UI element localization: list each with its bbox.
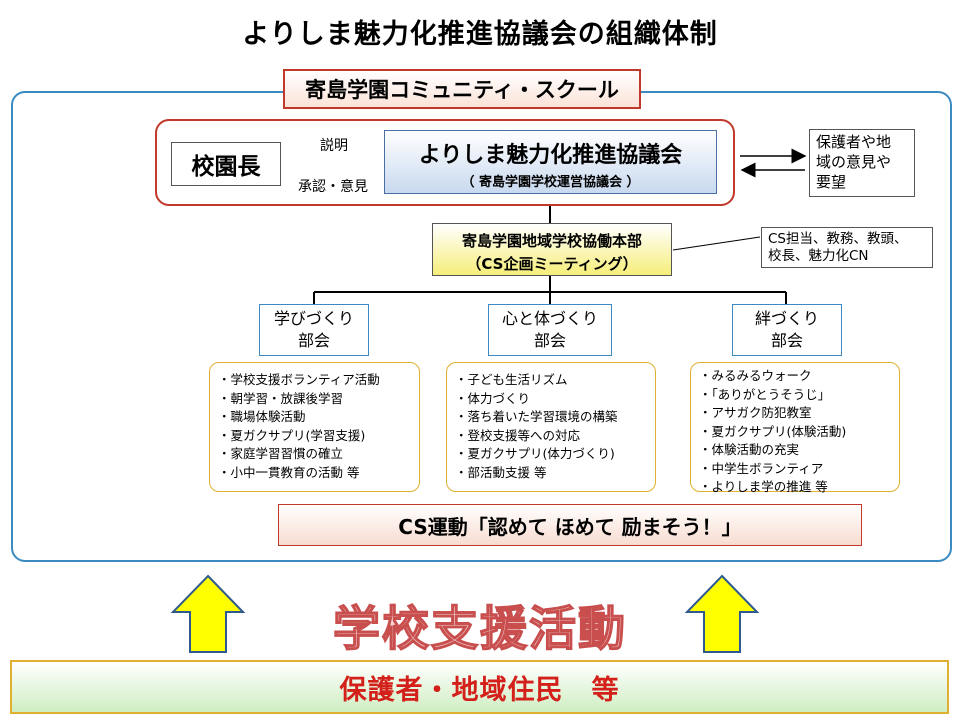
stakeholders-bar: 保護者・地域住民 等	[10, 660, 949, 714]
activities-bonds: ・みるみるウォーク ・「ありがとうそうじ」 ・アサガク防犯教室 ・夏ガクサプリ(…	[690, 362, 900, 494]
headquarters-box: 寄島学園地域学校協働本部 （CS企画ミーティング）	[432, 223, 672, 276]
council-name: よりしま魅力化推進協議会	[418, 143, 683, 168]
list-item: ・夏ガクサプリ(体力づくり)	[455, 446, 615, 461]
up-arrow-right-icon	[684, 574, 760, 653]
list-item: ・登校支援等への対応	[455, 427, 581, 443]
dept-mind-body: 心と体づくり 部会	[488, 304, 612, 356]
cs-members-note: CS担当、教務、教頭、 校長、魅力化CN	[761, 227, 933, 268]
list-item: ・「ありがとうそうじ」	[699, 386, 831, 402]
explain-label: 説明	[320, 138, 348, 154]
cs-note-line: 校長、魅力化CN	[768, 248, 869, 264]
opinion-line: 域の意見や	[816, 153, 892, 171]
list-item: ・子ども生活リズム	[455, 372, 568, 387]
list-item: ・職場体験活動	[218, 409, 306, 424]
council-box: よりしま魅力化推進協議会 （ 寄島学園学校運営協議会 ）	[384, 130, 717, 194]
dept-name: 心と体づくり	[501, 309, 598, 328]
activities-mind-body: ・子ども生活リズム ・体力づくり ・落ち着いた学習環境の構築 ・登校支援等への対…	[446, 362, 656, 492]
list-item: ・中学生ボランティア	[699, 460, 824, 476]
approve-label: 承認・意見	[298, 179, 368, 195]
list-item: ・部活動支援 等	[455, 464, 547, 480]
list-item: ・夏ガクサプリ(体験活動)	[699, 423, 847, 439]
cs-note-line: CS担当、教務、教頭、	[768, 231, 908, 247]
list-item: ・アサガク防犯教室	[699, 405, 812, 420]
list-item: ・学校支援ボランティア活動	[218, 372, 380, 387]
headquarters-subtitle: （CS企画ミーティング）	[466, 255, 638, 273]
list-item: ・夏ガクサプリ(学習支援)	[218, 427, 366, 443]
dept-learning: 学びづくり 部会	[259, 304, 369, 356]
list-item: ・落ち着いた学習環境の構築	[455, 409, 618, 424]
opinion-line: 保護者や地	[816, 133, 892, 151]
list-item: ・小中一貫教育の活動 等	[218, 464, 360, 480]
opinion-box: 保護者や地 域の意見や 要望	[809, 129, 915, 197]
dept-bonds: 絆づくり 部会	[732, 304, 842, 356]
dept-suffix: 部会	[533, 331, 566, 350]
school-support-heading: 学校支援活動	[332, 601, 627, 658]
opinion-line: 要望	[816, 173, 847, 191]
dept-suffix: 部会	[770, 331, 803, 350]
dept-name: 絆づくり	[754, 309, 819, 328]
dept-suffix: 部会	[297, 331, 330, 350]
dept-name: 学びづくり	[273, 309, 354, 328]
cs-slogan: CS運動「認めて ほめて 励まそう！」	[278, 504, 862, 546]
page-title: よりしま魅力化推進協議会の組織体制	[242, 19, 718, 50]
up-arrow-left-icon	[170, 574, 246, 653]
list-item: ・よりしま学の推進 等	[699, 479, 828, 494]
council-subtitle: （ 寄島学園学校運営協議会 ）	[461, 175, 640, 190]
list-item: ・家庭学習習慣の確立	[218, 446, 344, 461]
headquarters-name: 寄島学園地域学校協働本部	[461, 232, 642, 250]
hq-note-line	[672, 236, 761, 251]
community-school-label: 寄島学園コミュニティ・スクール	[283, 69, 641, 109]
activities-learning: ・学校支援ボランティア活動 ・朝学習・放課後学習 ・職場体験活動 ・夏ガクサプリ…	[209, 362, 420, 492]
list-item: ・朝学習・放課後学習	[218, 390, 344, 406]
principal-box: 校園長	[171, 142, 281, 186]
list-item: ・みるみるウォーク	[699, 368, 812, 383]
list-item: ・体験活動の充実	[699, 442, 800, 457]
list-item: ・体力づくり	[455, 390, 531, 406]
